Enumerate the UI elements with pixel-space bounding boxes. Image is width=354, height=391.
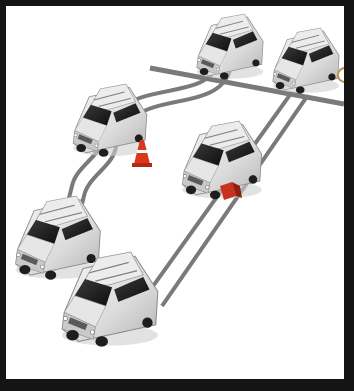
frame-border — [0, 379, 354, 391]
suv-icon — [197, 14, 263, 80]
suv-icon — [273, 28, 339, 94]
marker-ring-icon — [338, 68, 344, 82]
suv-icon — [73, 84, 147, 157]
illustration-canvas — [6, 6, 344, 379]
maneuver-diagram — [6, 6, 344, 379]
